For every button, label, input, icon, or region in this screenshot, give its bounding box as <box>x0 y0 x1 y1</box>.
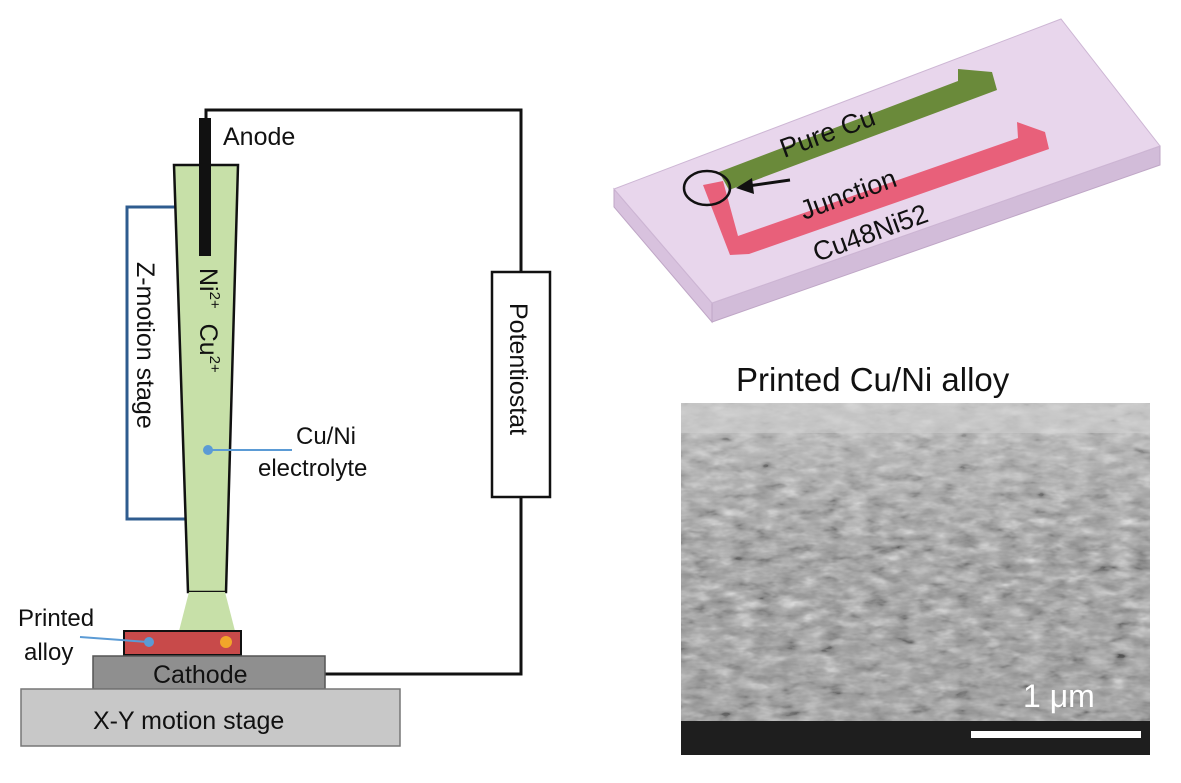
circuit-wire <box>204 108 523 676</box>
anode-label: Anode <box>223 123 295 151</box>
sem-micrograph: Printed Cu/Ni alloy 1 μm <box>681 361 1150 755</box>
cu-ion: Cu <box>194 324 222 356</box>
electrolyte-pointer-dot <box>203 445 213 455</box>
scale-bar <box>971 731 1141 738</box>
cathode-label: Cathode <box>153 661 248 689</box>
printed-chip: Pure Cu Junction Cu48Ni52 <box>613 18 1161 324</box>
pure-cu-trace <box>719 69 997 190</box>
micrograph-title: Printed Cu/Ni alloy <box>736 361 1010 398</box>
electrolyte-label-line2: electrolyte <box>258 455 367 482</box>
ni-ion-charge: 2+ <box>206 292 223 309</box>
alloy-pointer-line <box>79 636 149 643</box>
printed-alloy-label-line1: Printed <box>18 605 94 632</box>
xy-motion-stage-label: X-Y motion stage <box>93 707 284 735</box>
printing-setup: Anode Ni2+ Cu2+ Cu/Ni electrolyte Z-moti… <box>18 108 552 747</box>
meniscus <box>179 592 235 631</box>
scale-bar-label: 1 μm <box>1023 678 1095 714</box>
svg-text:Ni2+ Cu2+: Ni2+ Cu2+ <box>194 268 223 373</box>
ni-ion: Ni <box>194 268 222 292</box>
sem-surface-band <box>681 403 1150 433</box>
electrolyte-label-line1: Cu/Ni <box>296 423 356 450</box>
z-motion-stage-frame <box>125 205 186 521</box>
sem-image-shading <box>681 403 1150 721</box>
alloy-dot-blue <box>144 637 154 647</box>
z-motion-stage-label: Z-motion stage <box>131 262 159 429</box>
potentiostat-label: Potentiostat <box>504 303 532 435</box>
junction-arrow-line <box>747 178 791 188</box>
anode-rod <box>199 118 211 256</box>
potentiostat-box <box>490 270 552 499</box>
printed-alloy-label-line2: alloy <box>24 639 73 666</box>
nozzle-electrolyte <box>172 163 240 594</box>
alloy-dot-orange <box>220 636 232 648</box>
junction-circle <box>682 169 732 207</box>
junction-arrowhead <box>736 178 754 194</box>
xy-motion-stage <box>20 688 401 747</box>
cu-ion-charge: 2+ <box>206 356 223 373</box>
ion-labels: Ni2+ Cu2+ <box>194 268 223 373</box>
cuni-trace <box>703 122 1049 255</box>
